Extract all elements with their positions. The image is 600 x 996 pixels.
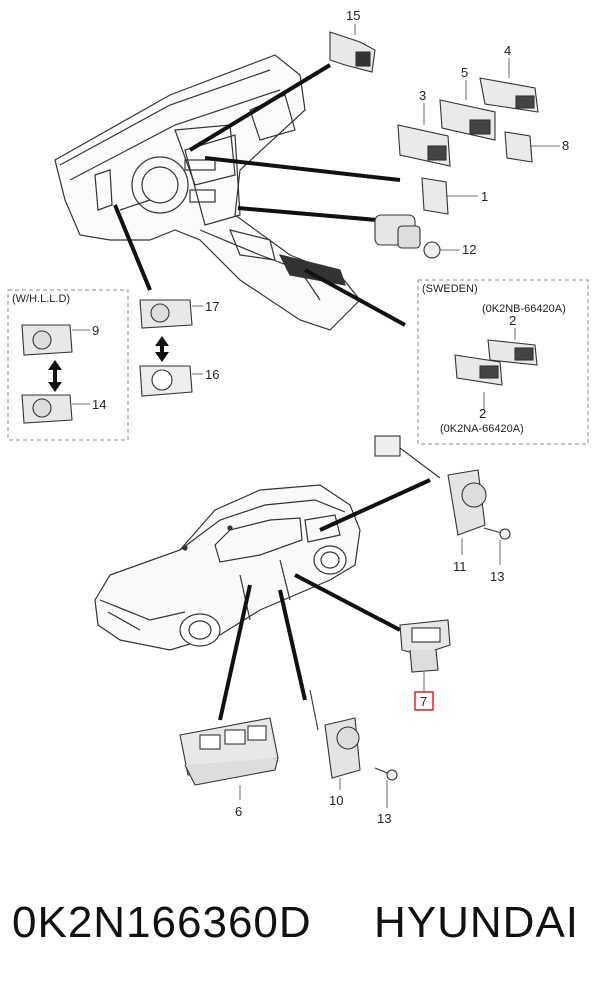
- callout-10: 10: [329, 793, 343, 808]
- screw-13b: [374, 767, 398, 781]
- connector-top: [374, 435, 441, 479]
- switch-8: [504, 131, 533, 163]
- dashboard-illustration: [54, 54, 361, 331]
- callout-9: 9: [92, 323, 99, 338]
- switch-11: [447, 469, 487, 536]
- switch-7: [399, 619, 451, 673]
- switch-16: [139, 365, 193, 397]
- callout-13-b: 13: [377, 811, 391, 826]
- brand-name: HYUNDAI: [374, 898, 580, 947]
- sweden-box-title: (SWEDEN): [422, 283, 478, 295]
- callout-4: 4: [504, 43, 511, 58]
- callout-13-a: 13: [490, 569, 504, 584]
- callout-2-bottom: 2: [479, 406, 486, 421]
- callout-8: 8: [562, 138, 569, 153]
- car-leaders: [218, 478, 431, 721]
- callout-12: 12: [462, 242, 476, 257]
- callout-3: 3: [419, 88, 426, 103]
- callout-17: 17: [205, 299, 219, 314]
- sweden-box: [417, 279, 589, 445]
- whlld-box-title: (W/H.L.L.D): [12, 293, 70, 305]
- callout-14: 14: [92, 397, 106, 412]
- footer: 0K2N166360D HYUNDAI: [0, 890, 600, 970]
- callout-leaders-dash: [354, 24, 560, 251]
- callout-7: 7: [420, 694, 427, 709]
- switch-1: [421, 177, 449, 215]
- switch-10: [309, 689, 361, 779]
- switch-5: [439, 99, 496, 141]
- callout-11: 11: [453, 559, 467, 574]
- parts-diagram: 15 4 5 3 8 1 12 17 16 9 14 2 2 11 13 7 6…: [7, 8, 589, 826]
- switch-15: [329, 31, 376, 73]
- callout-5: 5: [461, 65, 468, 80]
- highlight-box: [414, 691, 434, 711]
- switch-3: [397, 124, 451, 167]
- whlld-box: [7, 289, 129, 441]
- cigar-lighter-12: [374, 214, 441, 259]
- callout-labels: 15 4 5 3 8 1 12 17 16 9 14 2 2 11 13 7 6…: [12, 8, 569, 826]
- callout-leaders-bottom: [239, 538, 501, 808]
- sweden-code-top: (0K2NB-66420A): [482, 303, 566, 315]
- swap-arrow: [155, 336, 169, 362]
- car-illustration: [94, 484, 361, 651]
- callout-leaders-mid: [192, 305, 203, 375]
- sweden-code-bottom: (0K2NA-66420A): [440, 423, 524, 435]
- switch-4: [479, 77, 539, 113]
- callout-6: 6: [235, 804, 242, 819]
- switch-17: [139, 299, 193, 329]
- callout-2-top: 2: [509, 313, 516, 328]
- part-number: 0K2N166360D: [12, 898, 312, 947]
- screw-13a: [483, 527, 511, 540]
- switch-6: [179, 717, 279, 786]
- dashboard-leaders: [113, 63, 406, 327]
- callout-15: 15: [346, 8, 360, 23]
- callout-1: 1: [481, 189, 488, 204]
- callout-16: 16: [205, 367, 219, 382]
